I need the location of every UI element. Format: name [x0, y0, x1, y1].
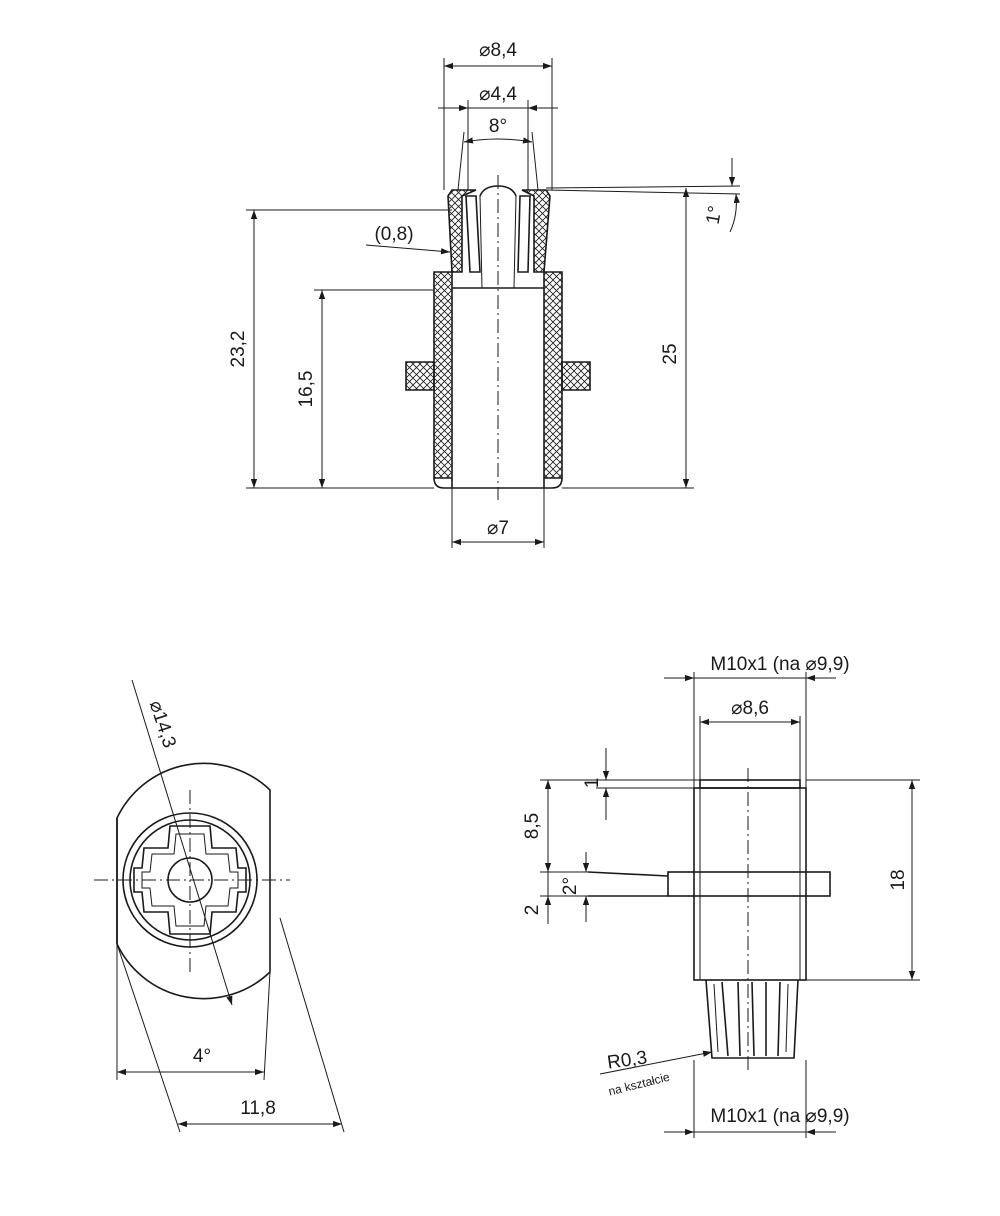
dim-8-5: 8,5 — [522, 813, 543, 839]
dim-dia-bottom: ⌀7 — [487, 518, 509, 539]
right-flange — [561, 361, 591, 391]
dim-angle-4: 4° — [193, 1046, 211, 1067]
side-view: M10x1 (na ⌀9,9) ⌀8,6 1 8,5 2° 2 18 — [522, 654, 920, 1138]
radius-note: na kształcie — [607, 1070, 672, 1099]
section-view: ⌀8,4 ⌀4,4 8° 1° (0,8) 23,2 16,5 — [228, 40, 741, 548]
end-view: ⌀14,3 4° 11,8 — [94, 679, 345, 1133]
dim-1: 1 — [582, 778, 603, 789]
collet-fingers — [705, 979, 799, 1059]
dim-height-23-2: 23,2 — [228, 331, 249, 368]
dim-dia-top-inner: ⌀4,4 — [479, 84, 517, 105]
dim-tip-angle: 1° — [703, 204, 727, 226]
dim-18: 18 — [888, 869, 909, 890]
dim-taper-angle: 8° — [489, 116, 507, 137]
dim-dia-flange: ⌀14,3 — [145, 698, 180, 751]
threaded-body — [693, 787, 807, 981]
left-collet — [447, 189, 477, 273]
right-wall-lower — [543, 271, 563, 479]
dim-wall-thickness: (0,8) — [374, 224, 413, 245]
dim-dia-top-outer: ⌀8,4 — [479, 40, 517, 61]
dim-dia-body: ⌀8,6 — [731, 698, 769, 719]
dim-radius: R0,3 — [606, 1047, 649, 1073]
side-flange — [667, 871, 831, 897]
dim-thread-top: M10x1 (na ⌀9,9) — [710, 654, 849, 675]
dim-width-11-8: 11,8 — [240, 1098, 276, 1119]
dim-thread-bottom: M10x1 (na ⌀9,9) — [710, 1106, 849, 1127]
dim-2: 2 — [522, 905, 543, 916]
dim-height-16-5: 16,5 — [296, 371, 317, 408]
dim-angle-2: 2° — [560, 877, 581, 895]
dim-height-25: 25 — [660, 343, 681, 364]
left-wall-lower — [433, 271, 453, 479]
right-collet — [521, 189, 551, 273]
left-flange — [405, 361, 435, 391]
